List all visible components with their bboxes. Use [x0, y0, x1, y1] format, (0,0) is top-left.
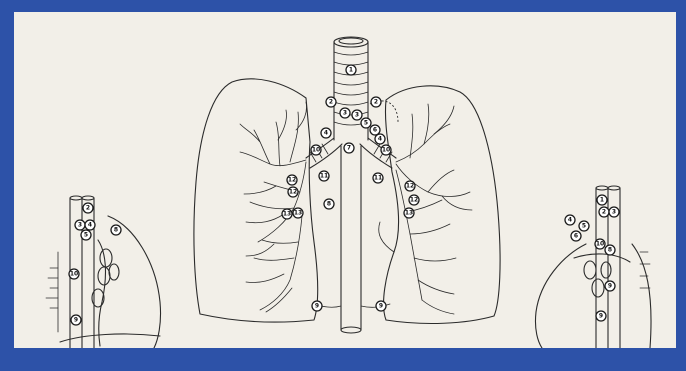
node-side-left-h: 8	[605, 245, 615, 255]
svg-text:12: 12	[289, 189, 297, 196]
node-side-left-f: 6	[571, 231, 581, 241]
svg-text:4: 4	[568, 217, 572, 224]
svg-text:6: 6	[574, 233, 578, 240]
node-lobar-right-2: 12	[288, 187, 298, 197]
left-lung-outline	[384, 86, 501, 324]
svg-text:5: 5	[582, 223, 586, 230]
svg-text:2: 2	[86, 205, 90, 212]
right-lung-outline	[194, 79, 318, 322]
svg-text:3: 3	[78, 222, 82, 229]
svg-text:2: 2	[602, 209, 606, 216]
svg-text:9: 9	[599, 313, 603, 320]
node-side-right-e: 8	[111, 225, 121, 235]
svg-text:4: 4	[324, 130, 328, 137]
node-subcarinal: 7	[344, 143, 354, 153]
svg-text:10: 10	[70, 271, 78, 278]
node-aortopulmonary: 5	[361, 118, 371, 128]
svg-text:9: 9	[608, 283, 612, 290]
node-tracheobronchial-right: 4	[321, 128, 331, 138]
right-bronchial-tree	[240, 102, 307, 312]
node-paratracheal-right: 2	[326, 97, 336, 107]
node-pretracheal-right: 3	[340, 108, 350, 118]
node-side-right-b: 3	[75, 220, 85, 230]
right-lateral-view: 2 3 4 5 8 10 9	[46, 196, 161, 348]
diagram-canvas: 1 2 2 3 3 5 6 4 4 7 10 10 11 11 12 12 12…	[14, 12, 676, 348]
svg-text:1: 1	[600, 197, 604, 204]
node-hilar-left: 10	[381, 145, 391, 155]
svg-text:12: 12	[406, 183, 414, 190]
svg-text:3: 3	[343, 110, 347, 117]
node-side-left-b: 2	[599, 207, 609, 217]
svg-text:8: 8	[608, 247, 612, 254]
svg-text:4: 4	[378, 136, 382, 143]
node-paraaortic: 6	[370, 125, 380, 135]
node-side-right-c: 4	[85, 220, 95, 230]
svg-text:13: 13	[405, 210, 413, 217]
node-segmental-left: 13	[404, 208, 414, 218]
node-side-left-d: 4	[565, 215, 575, 225]
node-tracheobronchial-left: 4	[375, 134, 385, 144]
node-side-left-e: 5	[579, 221, 589, 231]
svg-text:10: 10	[382, 147, 390, 154]
svg-text:11: 11	[374, 175, 382, 182]
node-lobar-left: 12	[405, 181, 415, 191]
node-paratracheal-left: 2	[371, 97, 381, 107]
node-side-right-g: 9	[71, 315, 81, 325]
svg-text:12: 12	[410, 197, 418, 204]
node-pretracheal-left: 3	[352, 110, 362, 120]
svg-text:10: 10	[596, 241, 604, 248]
node-hilar-right: 10	[311, 145, 321, 155]
svg-text:3: 3	[612, 209, 616, 216]
svg-text:5: 5	[364, 120, 368, 127]
svg-text:11: 11	[320, 173, 328, 180]
svg-text:3: 3	[355, 112, 359, 119]
node-side-right-d: 5	[81, 230, 91, 240]
svg-text:9: 9	[74, 317, 78, 324]
svg-text:8: 8	[114, 227, 118, 234]
node-segmental-right: 13	[282, 209, 292, 219]
svg-text:7: 7	[347, 145, 351, 152]
node-side-left-j: 9	[596, 311, 606, 321]
svg-text:9: 9	[379, 303, 383, 310]
node-side-left-i: 9	[605, 281, 615, 291]
front-view: 1 2 2 3 3 5 6 4 4 7 10 10 11 11 12 12 12…	[194, 37, 500, 333]
node-side-right-a: 2	[83, 203, 93, 213]
node-paraesophageal: 8	[324, 199, 334, 209]
svg-text:5: 5	[84, 232, 88, 239]
svg-text:13: 13	[294, 210, 302, 217]
node-side-right-f: 10	[69, 269, 79, 279]
node-lobar-left-2: 12	[409, 195, 419, 205]
svg-text:1: 1	[349, 67, 353, 74]
node-interlobar-right: 11	[319, 171, 329, 181]
node-pulm-ligament-right: 9	[312, 301, 322, 311]
svg-text:2: 2	[374, 99, 378, 106]
svg-text:13: 13	[283, 211, 291, 218]
svg-text:6: 6	[373, 127, 377, 134]
svg-text:12: 12	[288, 177, 296, 184]
svg-text:4: 4	[88, 222, 92, 229]
node-side-left-a: 1	[597, 195, 607, 205]
svg-text:2: 2	[329, 99, 333, 106]
svg-text:9: 9	[315, 303, 319, 310]
node-pulm-ligament-left: 9	[376, 301, 386, 311]
lymph-node-diagram: 1 2 2 3 3 5 6 4 4 7 10 10 11 11 12 12 12…	[14, 12, 676, 348]
svg-text:10: 10	[312, 147, 320, 154]
node-interlobar-left: 11	[373, 173, 383, 183]
node-side-left-c: 3	[609, 207, 619, 217]
node-segmental-right-2: 13	[293, 208, 303, 218]
cardiac-notch	[379, 222, 394, 252]
svg-text:8: 8	[327, 201, 331, 208]
node-side-left-g: 10	[595, 239, 605, 249]
node-trachea-top: 1	[346, 65, 356, 75]
left-lateral-view: 1 2 3 4 5 6 10 8 9 9	[535, 186, 651, 348]
node-lobar-right: 12	[287, 175, 297, 185]
